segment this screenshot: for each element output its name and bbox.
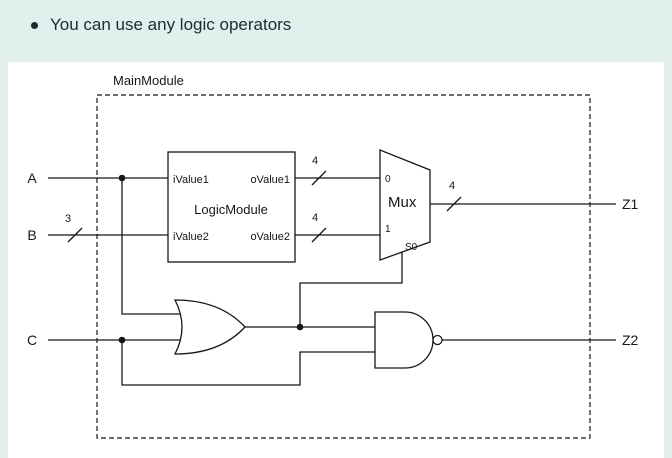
- bus-slash-ovalue2: [311, 227, 327, 243]
- logicmodule-ovalue2-label: oValue2: [250, 231, 290, 243]
- junction-dot-a: [118, 174, 126, 182]
- mainmodule-title: MainModule: [113, 73, 184, 88]
- mux-select-label: S0: [405, 242, 418, 253]
- mainmodule-boundary: [96, 94, 591, 439]
- junction-dot-or-output: [296, 323, 304, 331]
- port-label-b: B: [27, 227, 36, 243]
- mux-input0-label: 0: [385, 174, 391, 185]
- port-label-c: C: [27, 332, 37, 348]
- diagram-panel: MainModule A B C Z1 Z2 iValue1 oValue1 L…: [8, 62, 664, 458]
- bullet-icon: [31, 21, 38, 29]
- logicmodule-ovalue1-label: oValue1: [250, 174, 290, 186]
- port-label-z1: Z1: [622, 196, 639, 212]
- wire-mux-select: [299, 252, 403, 327]
- bus-width-ovalue1: 4: [312, 155, 318, 167]
- nand-bubble: [432, 334, 443, 346]
- port-label-z2: Z2: [622, 332, 639, 348]
- port-label-a: A: [27, 170, 37, 186]
- logicmodule-ivalue1-label: iValue1: [173, 174, 209, 186]
- mux-shape: [379, 149, 431, 261]
- nand-gate: [374, 311, 434, 369]
- wire-a-branch: [121, 178, 188, 315]
- circuit-diagram: MainModule A B C Z1 Z2 iValue1 oValue1 L…: [27, 73, 639, 439]
- bus-slash-ovalue1: [311, 170, 327, 186]
- logicmodule-title: LogicModule: [194, 202, 268, 217]
- logicmodule-box: [167, 151, 296, 263]
- bullet-item: You can use any logic operators: [0, 0, 672, 35]
- or-gate: [173, 299, 246, 355]
- bus-slash-b: [67, 227, 83, 243]
- bus-width-b: 3: [65, 213, 71, 225]
- mux-label: Mux: [388, 194, 417, 211]
- bus-width-ovalue2: 4: [312, 212, 318, 224]
- logicmodule-ivalue2-label: iValue2: [173, 231, 209, 243]
- wire-c-branch: [121, 340, 375, 386]
- bus-width-z1: 4: [449, 180, 455, 192]
- bus-slash-z1: [446, 196, 462, 212]
- mux-input1-label: 1: [385, 224, 391, 235]
- bullet-text: You can use any logic operators: [50, 15, 292, 34]
- junction-dot-c: [118, 336, 126, 344]
